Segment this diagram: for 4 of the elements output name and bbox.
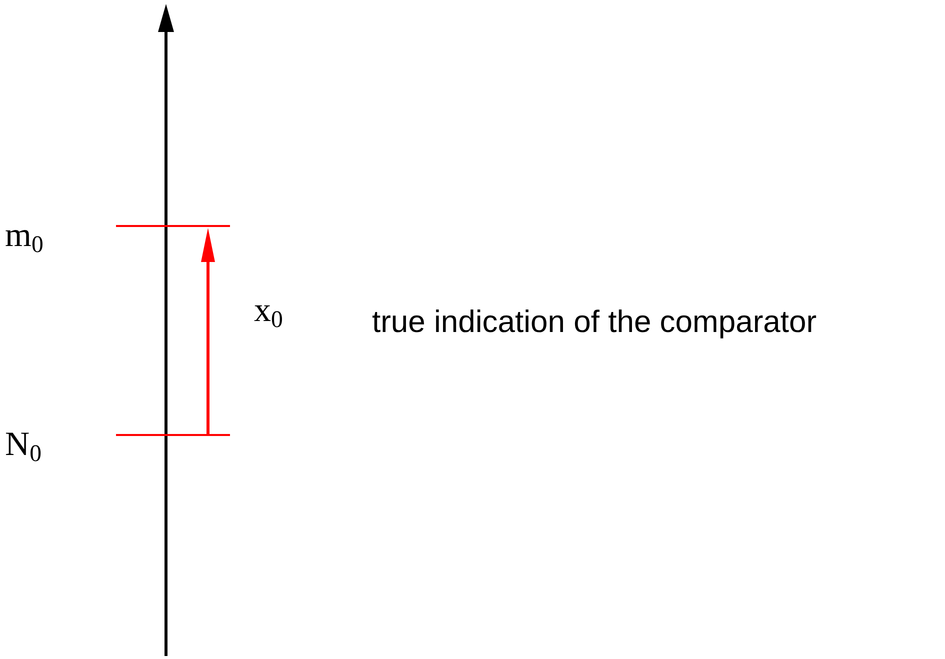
level-symbol: N$_{0}$ — [5, 428, 42, 467]
quantity-symbol: x$_{0}$ — [254, 294, 283, 333]
description-text: true indication of the comparator — [372, 306, 817, 337]
level-symbol: m$_{0}$ — [5, 219, 44, 258]
